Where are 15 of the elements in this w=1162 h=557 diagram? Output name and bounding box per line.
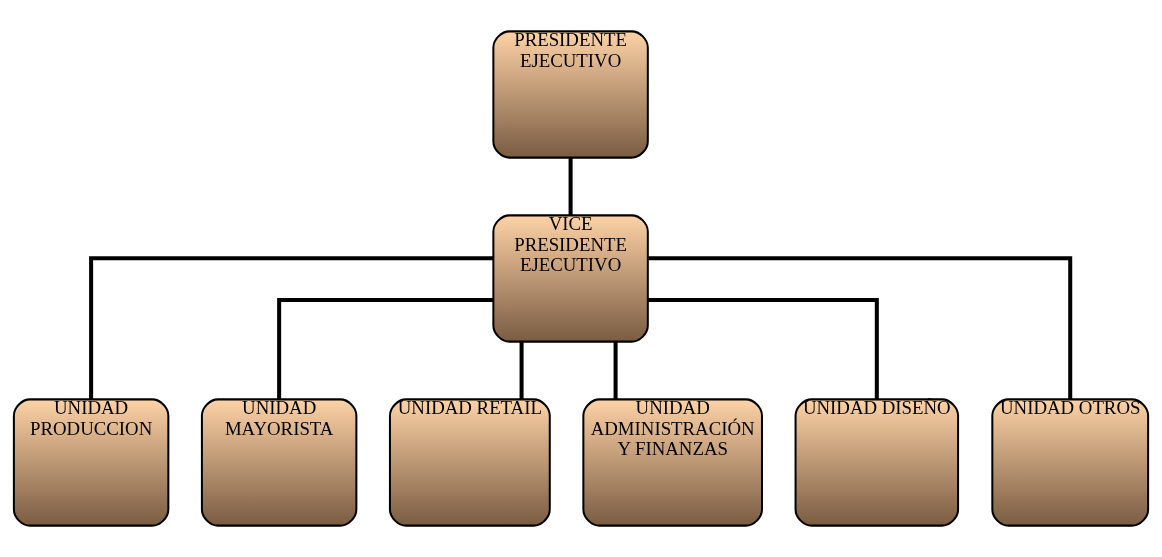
node-box: UNIDAD MAYORISTA <box>200 398 358 527</box>
node-box: UNIDAD RETAIL <box>388 398 551 527</box>
connector <box>613 341 618 400</box>
connector <box>277 297 494 400</box>
node-box: UNIDAD OTROS <box>991 398 1150 527</box>
node-box: PRESIDENTE EJECUTIVO <box>492 30 649 159</box>
connector <box>89 256 494 400</box>
connector <box>568 157 573 216</box>
connector <box>519 341 524 400</box>
node-box: UNIDAD DISEÑO <box>794 398 960 527</box>
node-box: VICE PRESIDENTE EJECUTIVO <box>492 214 649 343</box>
node-box: UNIDAD ADMINISTRACIÓN Y FINANZAS <box>582 398 763 527</box>
connector <box>647 297 879 400</box>
node-box: UNIDAD PRODUCCION <box>12 398 170 527</box>
connector <box>648 256 1073 400</box>
